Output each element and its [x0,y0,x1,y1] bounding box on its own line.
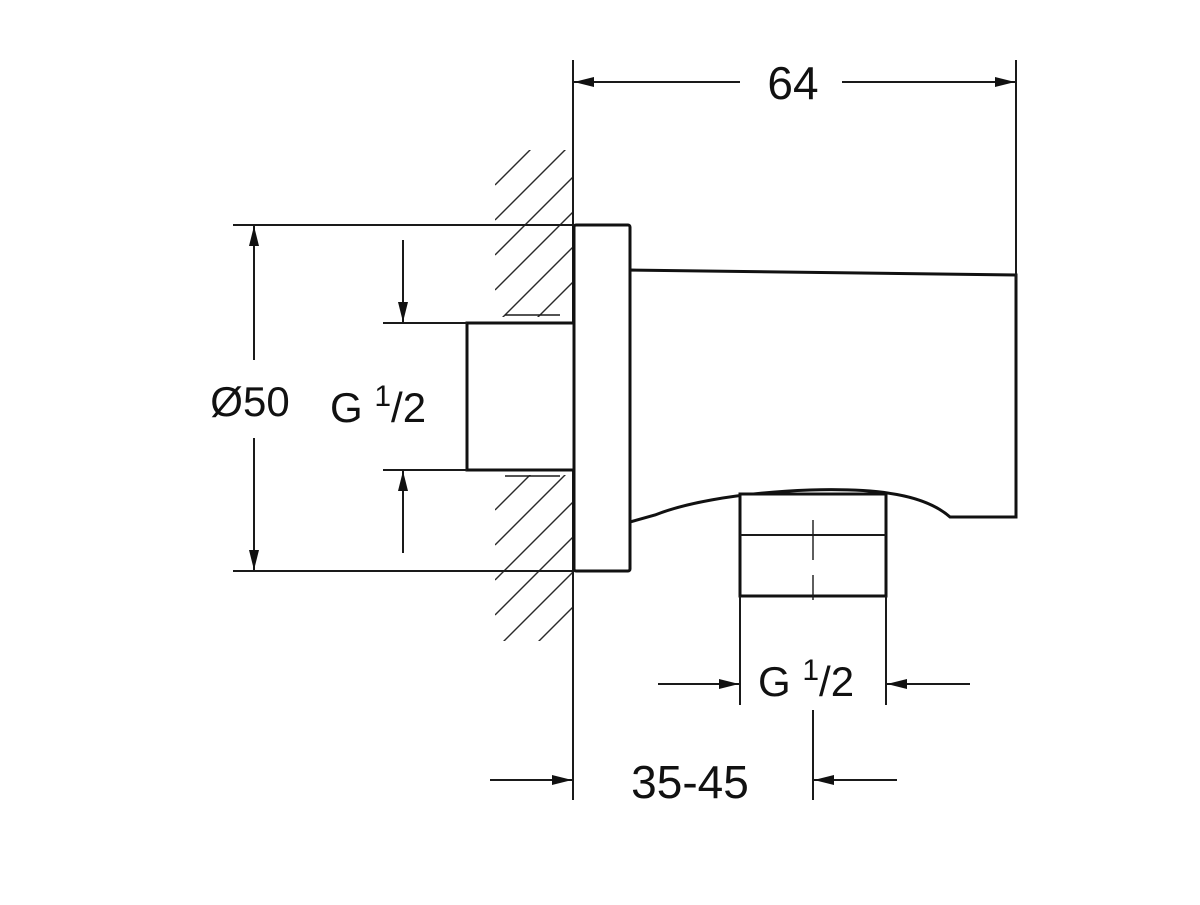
flange-diameter-label: Ø50 [210,378,289,425]
wall-hatch-top [495,150,573,317]
overall-length-label: 64 [767,57,818,109]
wall-depth-label: 35-45 [631,756,749,808]
outlet-thread-label: G 1/2 [758,654,854,705]
inlet-connector [465,321,576,472]
fitting-body [628,268,1018,524]
wall-hatch-bottom [495,475,573,641]
wall-flange [572,223,632,573]
inlet-thread-label: G 1/2 [330,380,426,431]
